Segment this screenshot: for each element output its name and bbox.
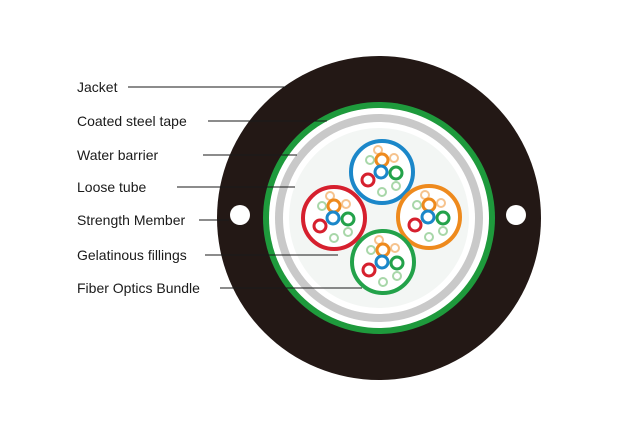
faint-fiber [317, 201, 327, 211]
strength-member-right [506, 205, 526, 225]
optical-fiber [389, 255, 405, 271]
loose-tube-left [301, 185, 367, 251]
loose-tube-right [396, 184, 462, 250]
faint-fiber [392, 271, 402, 281]
optical-fiber [421, 197, 437, 213]
faint-fiber [378, 277, 388, 287]
faint-fiber [438, 226, 448, 236]
faint-fiber [377, 187, 387, 197]
optical-fiber [375, 242, 391, 258]
optical-fiber [360, 172, 376, 188]
faint-fiber [390, 243, 400, 253]
faint-fiber [343, 227, 353, 237]
faint-fiber [389, 153, 399, 163]
label-strength-member: Strength Member [77, 212, 185, 228]
optical-fiber [435, 210, 451, 226]
loose-tube-group [301, 139, 462, 295]
optical-fiber [340, 211, 356, 227]
label-fiber-optics-bundle: Fiber Optics Bundle [77, 280, 200, 296]
label-jacket: Jacket [77, 79, 118, 95]
optical-fiber [326, 198, 342, 214]
optical-fiber [407, 217, 423, 233]
labels: Jacket Coated steel tape Water barrier L… [77, 79, 200, 296]
optical-fiber [374, 152, 390, 168]
leader-lines [128, 86, 362, 289]
optical-fiber [325, 210, 341, 226]
optical-fiber [361, 262, 377, 278]
faint-fiber [365, 155, 375, 165]
strength-member-left [230, 205, 250, 225]
faint-fiber [436, 198, 446, 208]
loose-tube-bottom [350, 229, 416, 295]
label-water-barrier: Water barrier [77, 147, 159, 163]
faint-fiber [329, 233, 339, 243]
optical-fiber [312, 218, 328, 234]
label-loose-tube: Loose tube [77, 179, 146, 195]
optical-fiber [388, 165, 404, 181]
faint-fiber [341, 199, 351, 209]
label-coated-steel-tape: Coated steel tape [77, 113, 187, 129]
faint-fiber [366, 245, 376, 255]
loose-tube-top [349, 139, 415, 205]
optical-fiber [420, 209, 436, 225]
label-gelatinous-fillings: Gelatinous fillings [77, 247, 187, 263]
faint-fiber [412, 200, 422, 210]
optical-fiber [373, 164, 389, 180]
faint-fiber [391, 181, 401, 191]
gelatinous-fillings-area [289, 128, 469, 308]
optical-fiber [374, 254, 390, 270]
faint-fiber [424, 232, 434, 242]
